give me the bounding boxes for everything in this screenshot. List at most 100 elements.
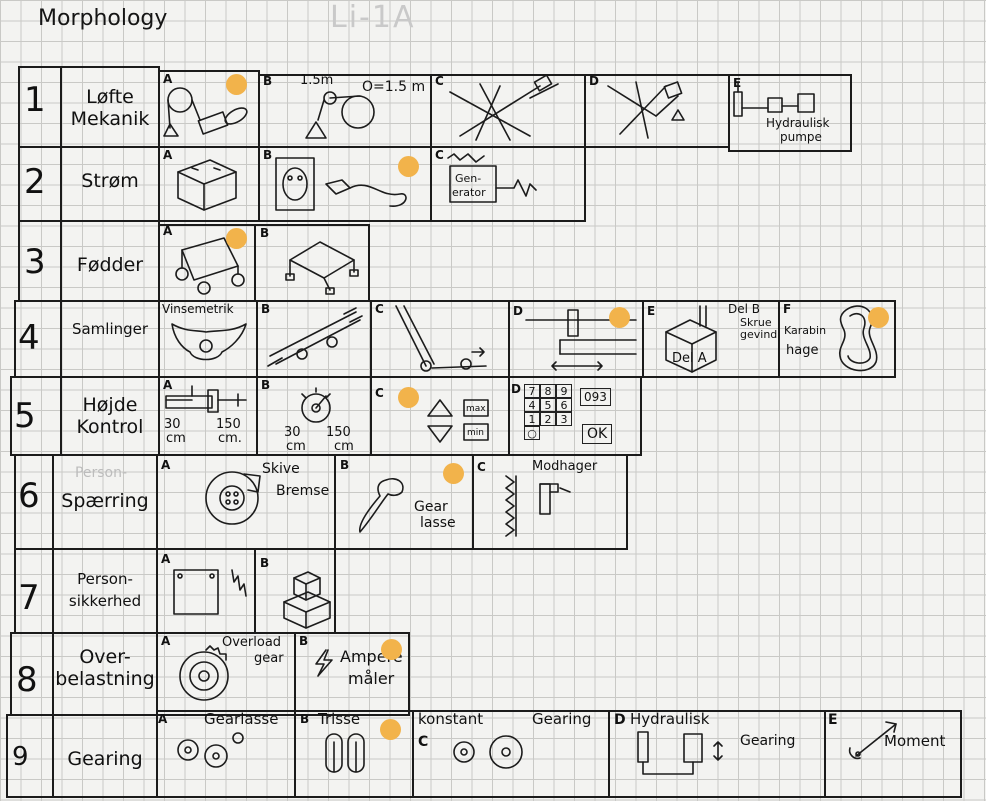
option-5d-letter: D	[511, 382, 521, 396]
option-2c	[430, 146, 586, 222]
option-5b-note: 150	[326, 425, 351, 440]
keypad-key: 8	[540, 384, 556, 398]
telescopic-joint-sketch	[267, 307, 363, 367]
option-1d-letter: D	[589, 74, 599, 88]
option-9e	[824, 710, 962, 798]
option-6c	[472, 454, 628, 550]
option-1b-letter: B	[263, 74, 273, 88]
row-9-label: Gearing	[67, 748, 143, 770]
option-5a-note: 150	[216, 417, 241, 432]
scissor-lift-sketch	[449, 74, 559, 141]
option-4a-note: Vinsemetrik	[162, 302, 234, 316]
row-4-label: Samlinger	[71, 320, 149, 338]
moment-lever-sketch	[848, 721, 897, 760]
option-6b-note: Gear	[414, 499, 448, 515]
selected-marker	[226, 74, 247, 95]
option-9a-note: Gearlasse	[204, 710, 279, 728]
row-2-number: 2	[24, 162, 46, 202]
row-6-faint-label: Person-	[74, 465, 128, 481]
selected-marker	[381, 639, 402, 660]
option-1c-letter: C	[435, 74, 444, 88]
row-5-label: Højde Kontrol	[76, 394, 144, 438]
keypad-key: ○	[524, 426, 540, 440]
selected-marker	[609, 307, 630, 328]
faint-pencil-text: Li-1A	[330, 0, 416, 35]
row-7-label: Person-sikkerhed	[68, 570, 142, 610]
option-9d-note: Gearing	[740, 733, 796, 749]
option-9e-note: Moment	[884, 732, 946, 750]
gear-lever-sketch	[358, 477, 404, 533]
option-2b-letter: B	[263, 148, 273, 162]
enclosure-sketch	[283, 571, 331, 629]
generator-sketch	[447, 153, 537, 203]
selected-marker	[868, 307, 889, 328]
option-4e-note: gevind	[740, 328, 778, 341]
option-2a-letter: A	[163, 148, 173, 162]
option-5a-letter: A	[163, 378, 173, 392]
option-2c-letter: C	[435, 148, 444, 162]
option-6a-note: Skive	[262, 461, 300, 477]
max-min-display-sketch	[463, 399, 489, 441]
dial-control-sketch	[301, 387, 331, 423]
option-4f-letter: F	[783, 302, 792, 316]
option-3a-letter: A	[163, 224, 173, 238]
linkage-lift-sketch	[607, 81, 685, 139]
lift-pulley-sketch	[163, 87, 248, 137]
option-2c-note: erator	[452, 186, 486, 199]
row-4-number: 4	[18, 318, 40, 358]
lightning-icon	[315, 649, 333, 677]
option-1e	[728, 74, 852, 152]
hinge-joint-sketch	[395, 305, 487, 372]
option-9a-letter: A	[158, 712, 168, 726]
selected-marker	[398, 156, 419, 177]
option-5c-note: max	[466, 404, 486, 414]
option-1b-note: 1.5m	[300, 73, 334, 88]
option-4f-note: Karabin	[784, 324, 827, 337]
row-9-number: 9	[12, 742, 29, 772]
keypad-sketch: 7 8 9 4 5 6 1 2 3 ○	[524, 384, 572, 444]
keypad-key: 7	[524, 384, 540, 398]
wing-nut-sketch	[171, 323, 247, 361]
row-8-label: Over-belastning	[55, 646, 155, 690]
option-4f-note: hage	[786, 343, 819, 358]
option-5b-note: cm	[286, 439, 306, 454]
overload-gear-sketch	[179, 645, 229, 701]
gearbox-sketch	[177, 732, 244, 768]
option-5c-note: min	[467, 428, 484, 438]
constant-gearing-sketch	[453, 735, 523, 769]
option-5a-note: cm	[166, 431, 186, 446]
option-5c-letter: C	[375, 386, 384, 400]
option-4e-letter: E	[647, 304, 656, 318]
option-9c-letter: C	[418, 734, 429, 750]
option-9c-note: Gearing	[532, 710, 592, 728]
option-9c-note: konstant	[418, 710, 484, 728]
option-4e-note: Skrue	[740, 316, 772, 329]
option-6b-note: lasse	[420, 515, 456, 531]
row-3-number: 3	[24, 242, 46, 282]
option-9d-note: Hydraulisk	[630, 710, 710, 728]
hydraulic-pump-sketch	[733, 81, 815, 117]
option-6a-letter: A	[161, 458, 171, 472]
selected-marker	[226, 228, 247, 249]
selected-marker	[380, 719, 401, 740]
option-9b-note: Trisse	[318, 710, 361, 728]
option-1e-letter: E	[733, 76, 742, 90]
option-7a-letter: A	[161, 552, 171, 566]
row-8-number: 8	[16, 660, 38, 700]
option-1e-note: pumpe	[780, 130, 822, 144]
option-4f	[778, 300, 896, 378]
option-3b-letter: B	[260, 226, 270, 240]
option-2c-note: Gen-	[455, 172, 482, 185]
page-title: Morphology	[38, 6, 168, 31]
option-8b-letter: B	[299, 634, 309, 648]
row-5-number: 5	[14, 396, 36, 436]
row-2-label: Strøm	[81, 170, 139, 192]
option-5b-letter: B	[261, 378, 271, 392]
row-3-label: Fødder	[76, 254, 144, 276]
option-6c-letter: C	[477, 460, 486, 474]
keypad-key: 2	[540, 412, 556, 426]
option-4e-note: Del B	[728, 302, 761, 316]
option-8b	[294, 632, 410, 716]
slider-control-sketch	[165, 385, 247, 413]
selected-marker	[443, 463, 464, 484]
